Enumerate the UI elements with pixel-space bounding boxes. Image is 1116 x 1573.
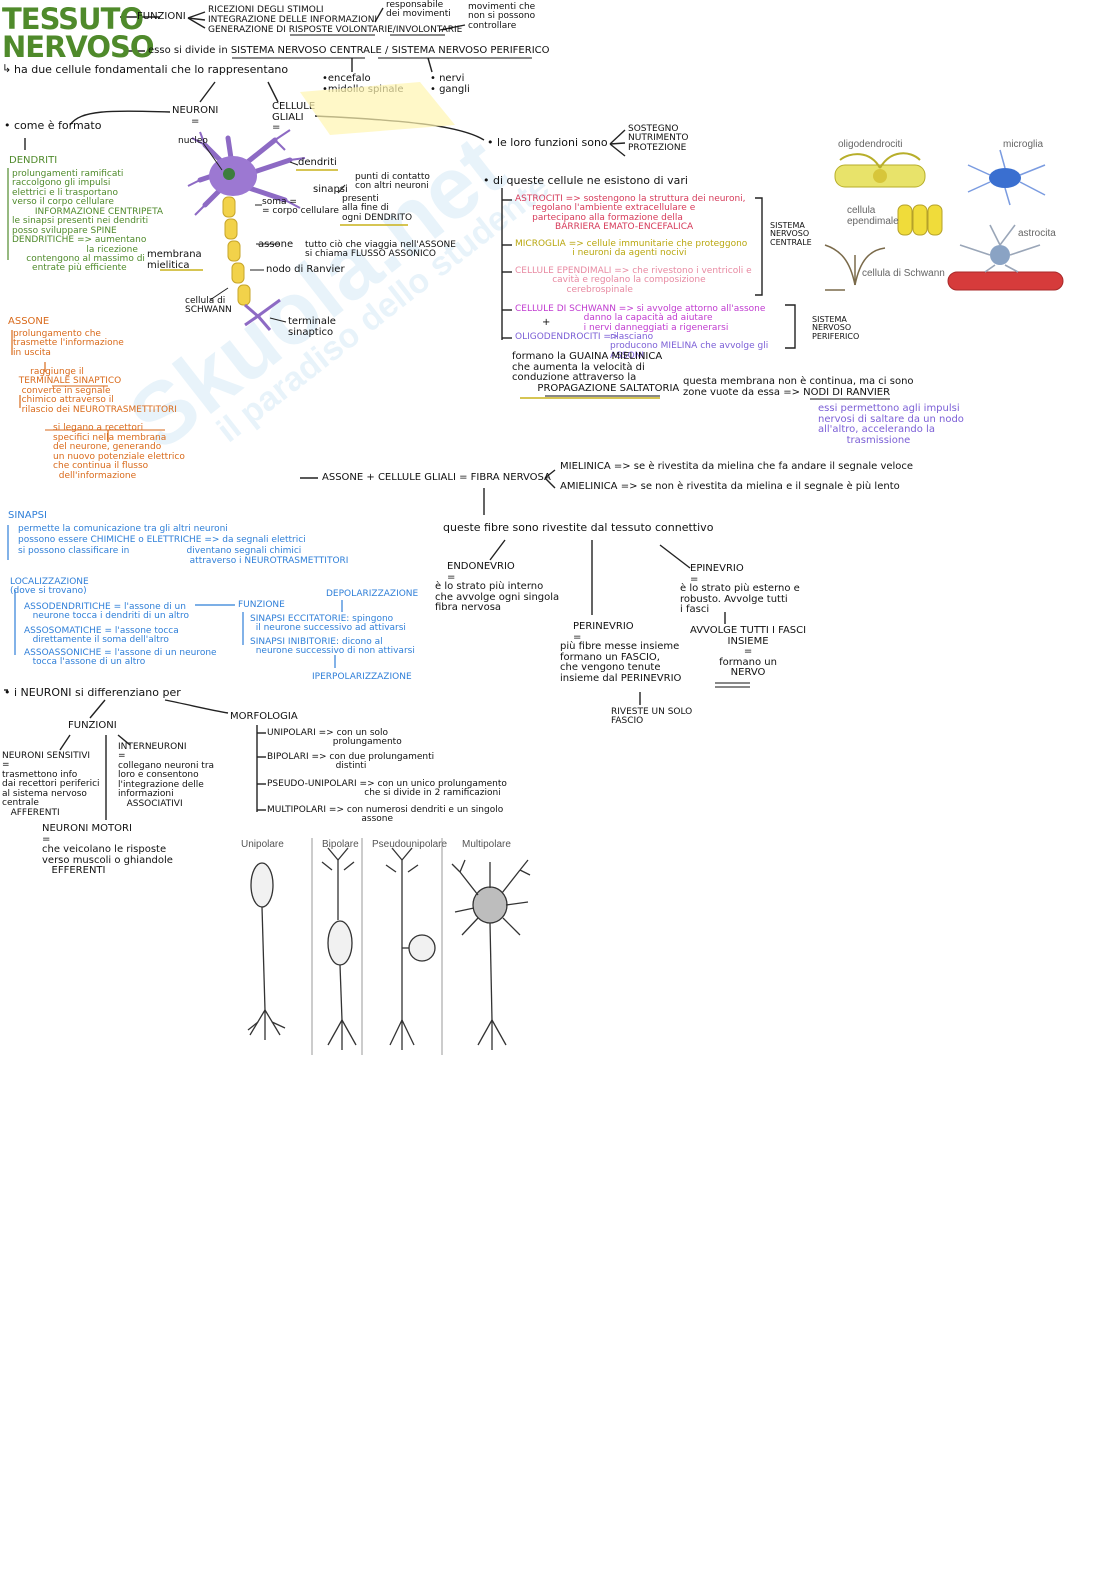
funzioni-label: FUNZIONI xyxy=(137,11,186,22)
iperpolarizzazione-label: IPERPOLARIZZAZIONE xyxy=(312,672,412,682)
localizzazione-label: LOCALIZZAZIONE (dove si trovano) xyxy=(10,577,89,597)
nodo-ranvier-label: nodo di Ranvier xyxy=(266,264,345,275)
glia-caption-microglia: microglia xyxy=(1003,139,1044,150)
come-formato: • come è formato xyxy=(4,119,102,132)
interneuroni: INTERNEURONI = collegano neuroni tra lor… xyxy=(118,742,215,809)
epinevrio-desc: è lo strato più esterno e robusto. Avvol… xyxy=(680,583,800,615)
riveste-note: RIVESTE UN SOLO FASCIO xyxy=(611,707,693,727)
morfologia-unipolari: UNIPOLARI => con un solo prolungamento xyxy=(267,728,402,748)
presenti-note: presenti alla fine di ogni DENDRITO xyxy=(342,194,413,223)
asso-dendritiche: ASSODENDRITICHE = l'assone di un neurone… xyxy=(24,602,189,622)
membrana-note: questa membrana non è continua, ma ci so… xyxy=(683,376,914,398)
morph-caption-unipolare: Unipolare xyxy=(241,839,284,850)
microglia-drawing xyxy=(967,149,1046,206)
perinevrio-desc: più fibre messe insieme formano un FASCI… xyxy=(560,641,682,684)
schwann-note: CELLULE DI SCHWANN => si avvolge attorno… xyxy=(515,304,766,333)
ranvier-desc: essi permettono agli impulsi nervosi di … xyxy=(818,403,964,446)
schwann-cell-drawing xyxy=(824,244,886,291)
ependymal-drawing xyxy=(897,204,943,236)
title-line-1: TESSUTO xyxy=(2,2,144,36)
mielinica-note: MIELINICA => se è rivestita da mielina c… xyxy=(560,461,914,472)
glia-caption-ependimale: cellula ependimale xyxy=(847,205,899,227)
oligodendrocyte-drawing xyxy=(834,152,926,188)
divisione-sistema: esso si divide in SISTEMA NERVOSO CENTRA… xyxy=(148,45,550,56)
funzioni-item: INTEGRAZIONE DELLE INFORMAZIONI xyxy=(208,15,378,25)
morfologia-multipolari: MULTIPOLARI => con numerosi dendriti e u… xyxy=(267,805,504,825)
nucleo-label: nucleo xyxy=(178,136,208,146)
glia-tipi: • di queste cellule ne esistono di vari xyxy=(483,174,688,187)
neuroni-sensitivi: NEURONI SENSITIVI = trasmettono info dai… xyxy=(2,751,100,818)
glia-caption-schwann: cellula di Schwann xyxy=(862,268,945,279)
morfologia-branch: MORFOLOGIA xyxy=(230,711,298,722)
morfologia-pseudo: PSEUDO-UNIPOLARI => con un unico prolung… xyxy=(267,779,507,799)
morfologia-bipolari: BIPOLARI => con due prolungamenti distin… xyxy=(267,752,435,772)
microglia-note: MICROGLIA => cellule immunitarie che pro… xyxy=(515,239,748,259)
dendriti-body: prolungamenti ramificati raccolgono gli … xyxy=(12,169,164,274)
ependimali-note: CELLULE EPENDIMALI => che rivestono i ve… xyxy=(515,266,752,295)
connettivo-note: queste fibre sono rivestite dal tessuto … xyxy=(443,521,714,534)
funzioni-item: RICEZIONI DEGLI STIMOLI xyxy=(208,5,324,15)
oligo-label: OLIGODENDROCITI => xyxy=(515,332,619,342)
snc-label: SISTEMA NERVOSO CENTRALE xyxy=(770,221,812,247)
asso-somatiche: ASSOSOMATICHE = l'assone tocca direttame… xyxy=(24,626,179,646)
morph-caption-bipolare: Bipolare xyxy=(322,839,359,850)
depolarizzazione-label: DEPOLARIZZAZIONE xyxy=(326,589,419,599)
assone-desc: tutto ciò che viaggia nell'ASSONE si chi… xyxy=(305,240,456,260)
guaina-note: formano la GUAINA MIELINICA che aumenta … xyxy=(512,351,680,394)
glia-funzioni: • le loro funzioni sono xyxy=(487,136,608,149)
movimenti-note: movimenti che non si possono controllare xyxy=(468,2,536,31)
soma-label: soma = = corpo cellulare xyxy=(262,197,339,217)
sinapsi-body: permette la comunicazione tra gli altri … xyxy=(18,524,349,567)
epinevrio-label: EPINEVRIO = xyxy=(690,563,744,585)
funzioni-branch: FUNZIONI xyxy=(68,720,117,731)
fibra-equation: ASSONE + CELLULE GLIALI = FIBRA NERVOSA xyxy=(322,472,551,483)
morph-caption-pseudounipolare: Pseudounipolare xyxy=(372,839,448,850)
inibitorie-note: SINAPSI INIBITORIE: dicono al neurone su… xyxy=(250,637,415,657)
eccitatorie-note: SINAPSI ECCITATORIE: spingono il neurone… xyxy=(250,614,406,634)
sinapsi-label: sinapsi xyxy=(313,184,348,195)
neuroni-label: NEURONI = xyxy=(172,105,219,127)
title-line-2: NERVOSO xyxy=(2,30,155,64)
glia-caption-oligodendrociti: oligodendrociti xyxy=(838,139,903,150)
perinevrio-label: PERINEVRIO = xyxy=(573,621,634,643)
sinapsi-heading: SINAPSI xyxy=(8,510,47,521)
assone-body: prolungamento che trasmette l'informazio… xyxy=(13,329,185,481)
schwann-label: cellula di SCHWANN xyxy=(185,296,232,316)
responsabile-note: responsabile dei movimenti xyxy=(386,0,451,20)
membrana-label: membrana mielitica xyxy=(147,249,202,271)
arrow-glyph: ↳ xyxy=(2,62,12,75)
sinapsi-desc: punti di contatto con altri neuroni xyxy=(355,172,430,192)
asso-assoniche: ASSOASSONICHE = l'assone di un neurone t… xyxy=(24,648,217,668)
astrocyte-drawing xyxy=(947,224,1064,291)
classificazione-heading: • i NEURONI si differenziano per xyxy=(4,686,181,699)
oligo-desc: rilasciano producono MIELINA che avvolge… xyxy=(610,332,769,361)
amielinica-note: AMIELINICA => se non è rivestita da miel… xyxy=(560,481,900,492)
funzioni-item: GENERAZIONE DI RISPOSTE VOLONTARIE/INVOL… xyxy=(208,25,463,35)
plus-sign: + xyxy=(542,317,551,328)
endonevrio-label: ENDONEVRIO = xyxy=(447,561,515,583)
cellule-fondamentali: ha due cellule fondamentali che lo rappr… xyxy=(14,63,289,76)
periferico-items: • nervi • gangli xyxy=(430,73,470,95)
dendriti-label: dendriti xyxy=(298,157,337,168)
astrociti-note: ASTROCITI => sostengono la struttura dei… xyxy=(515,194,746,233)
dendriti-heading: DENDRITI xyxy=(9,155,58,166)
snp-label: SISTEMA NERVOSO PERIFERICO xyxy=(812,315,860,341)
endonevrio-desc: è lo strato più interno che avvolge ogni… xyxy=(435,581,560,613)
avvolge-note: AVVOLGE TUTTI I FASCI INSIEME = formano … xyxy=(690,625,807,678)
assone-heading: ASSONE xyxy=(8,316,50,327)
neuroni-motori: NEURONI MOTORI = che veicolano le rispos… xyxy=(42,823,173,876)
assone-label: assone xyxy=(258,239,294,250)
morph-caption-multipolare: Multipolare xyxy=(462,839,511,850)
glia-funzioni-list: SOSTEGNO NUTRIMENTO PROTEZIONE xyxy=(628,124,689,153)
funzione-label: FUNZIONE xyxy=(238,600,285,610)
glia-caption-astrocita: astrocita xyxy=(1018,228,1056,239)
glia-label: CELLULE GLIALI = xyxy=(272,101,316,133)
terminale-label: terminale sinaptico xyxy=(288,316,336,338)
